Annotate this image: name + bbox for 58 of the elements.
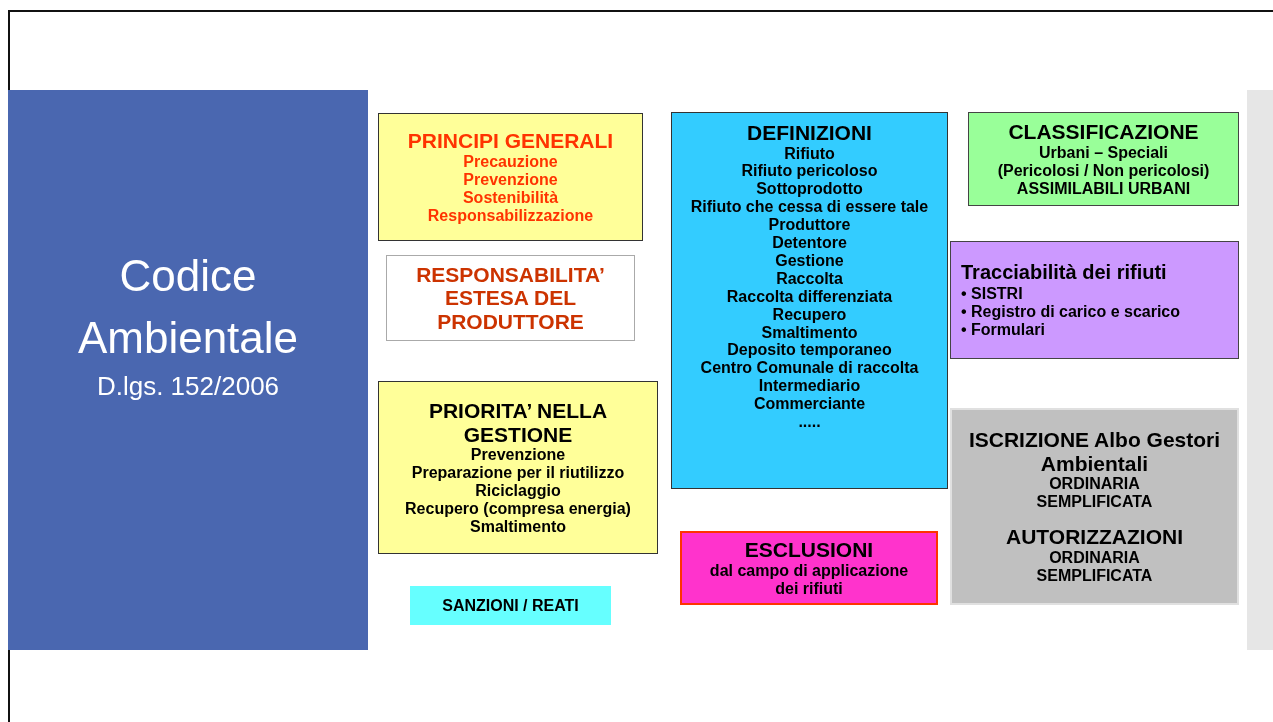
item-text: Rifiuto pericoloso: [741, 162, 878, 181]
item-text: .....: [798, 413, 821, 431]
item-text: • SISTRI: [961, 285, 1023, 304]
item-text: Rifiuto che cessa di essere tale: [690, 198, 929, 217]
heading-text: Tracciabilità dei rifiuti: [961, 260, 1167, 284]
item-text: Sottoprodotto: [756, 180, 863, 199]
heading-text: CLASSIFICAZIONE: [1008, 120, 1199, 144]
heading-text: PRIORITA’ NELLA GESTIONE: [427, 399, 609, 447]
item-text: ORDINARIA: [1049, 548, 1140, 567]
title-band: [8, 90, 368, 650]
heading-text: ISCRIZIONE Albo Gestori Ambientali: [967, 428, 1222, 476]
heading-text: ESCLUSIONI: [744, 538, 874, 562]
item-text: Responsabilizzazione: [427, 206, 594, 225]
traceability-box: [950, 241, 1239, 359]
item-text: ASSIMILABILI URBANI: [1016, 179, 1191, 198]
item-text: Raccolta: [776, 269, 843, 288]
heading-text: PRINCIPI GENERALI: [407, 129, 614, 153]
priority-box: [378, 381, 658, 554]
item-text: Smaltimento: [761, 323, 858, 342]
item-text: Centro Comunale di raccolta: [700, 359, 919, 378]
item-text: Detentore: [772, 234, 847, 252]
item-text: SEMPLIFICATA: [1036, 493, 1153, 512]
classification-box: [968, 112, 1239, 206]
item-text: • Registro di carico e scarico: [961, 303, 1181, 322]
item-text: Riciclaggio: [475, 482, 561, 500]
item-text: Prevenzione: [463, 170, 558, 189]
item-text: Deposito temporaneo: [727, 341, 892, 360]
item-text: Produttore: [768, 216, 851, 235]
item-text: dal campo di applicazione dei rifiuti: [708, 561, 910, 598]
responsibility-box: [386, 255, 635, 341]
item-text: • Formulari: [961, 321, 1045, 340]
item-text: ORDINARIA: [1049, 475, 1140, 494]
item-text: Preparazione per il riutilizzo: [411, 464, 625, 483]
item-text: Intermediario: [758, 377, 861, 396]
heading-text: Codice Ambientale: [76, 250, 300, 364]
item-text: SEMPLIFICATA: [1036, 566, 1153, 585]
item-text: Gestione: [775, 251, 844, 270]
sanctions-box: [410, 586, 611, 625]
item-text: Recupero: [772, 305, 847, 324]
registration-box: [950, 408, 1239, 605]
heading-text: SANZIONI / REATI: [442, 596, 579, 615]
item-text: Raccolta differenziata: [726, 287, 893, 306]
item-text: D.lgs. 152/2006: [96, 370, 280, 404]
item-text: Prevenzione: [470, 446, 566, 465]
heading-text: AUTORIZZAZIONI: [1006, 525, 1183, 549]
heading-text: DEFINIZIONI: [747, 121, 872, 145]
definitions-box: [671, 112, 948, 489]
item-text: Recupero (compresa energia): [405, 499, 631, 518]
exclusions-box: [680, 531, 938, 605]
heading-text: RESPONSABILITA’ ESTESA DEL PRODUTTORE: [415, 262, 606, 334]
item-text: Precauzione: [463, 152, 558, 171]
item-text: Smaltimento: [470, 517, 566, 536]
item-text: Urbani – Speciali: [1039, 143, 1168, 162]
principles-box: [378, 113, 643, 241]
item-text: (Pericolosi / Non pericolosi): [997, 161, 1210, 180]
item-text: Sostenibilità: [462, 188, 559, 207]
item-text: Rifiuto: [784, 144, 835, 163]
item-text: Commerciante: [753, 395, 866, 414]
